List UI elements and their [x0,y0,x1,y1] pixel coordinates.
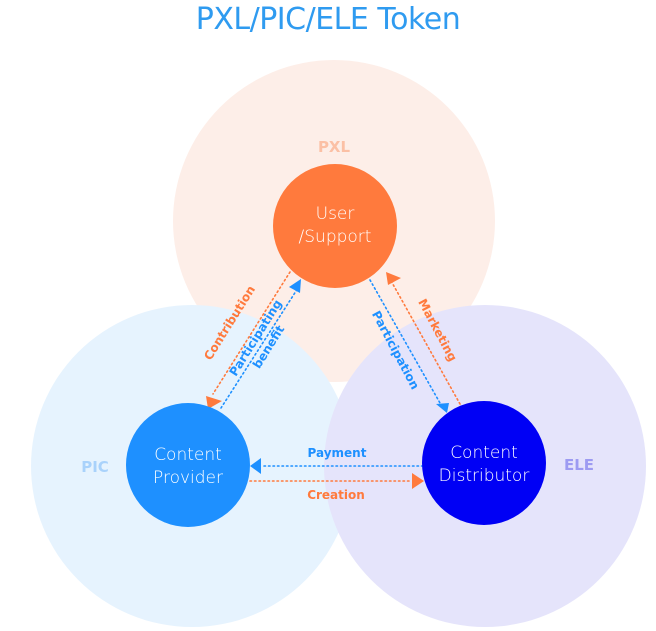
diagram-title: PXL/PIC/ELE Token [195,2,461,37]
user-support-node: User /Support [273,164,397,288]
pic-token-label: PIC [81,458,109,476]
content-provider-label-line-1: Content [154,445,222,465]
participation-arrowhead-icon [436,403,449,413]
contribution-arrowhead-icon [206,396,222,409]
content-provider-circle [126,403,250,527]
marketing-arrow-line [389,278,461,405]
content-provider-label-line-2: Provider [153,468,223,488]
creation-label: Creation [307,488,365,502]
ele-token-label: ELE [564,456,594,474]
participation-arrow-line [369,279,441,404]
content-distributor-label-line-2: Distributor [439,466,530,486]
participating-benefit-arrowhead-icon [289,279,301,293]
payment-label: Payment [308,446,367,460]
user-support-label-line-2: /Support [299,227,372,247]
creation-arrowhead-icon [412,473,424,489]
content-distributor-circle [422,401,546,525]
payment-arrowhead-icon [250,458,261,474]
contribution-arrow-line [212,271,291,395]
content-provider-node: Content Provider [126,403,250,527]
content-distributor-node: Content Distributor [422,401,546,525]
participating-benefit-arrow-line [220,287,299,409]
content-distributor-label-line-1: Content [450,443,518,463]
marketing-arrowhead-icon [386,272,401,285]
user-support-label-line-1: User [316,204,355,224]
user-support-circle [273,164,397,288]
pxl-token-label: PXL [318,138,351,156]
